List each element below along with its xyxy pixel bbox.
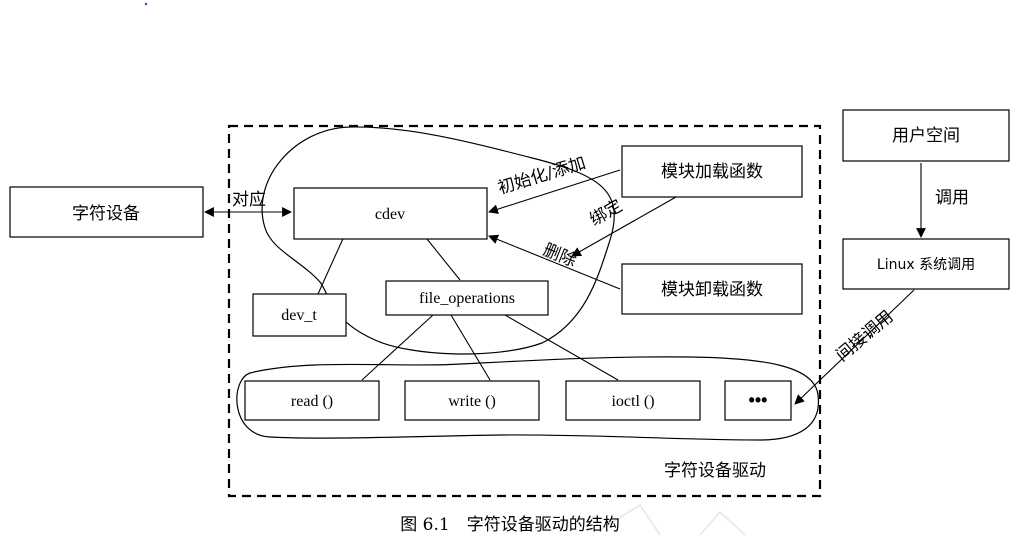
- node-module-load-label: 模块加载函数: [661, 162, 763, 182]
- bind-arrow: [571, 196, 677, 257]
- node-dev-t: dev_t: [252, 293, 347, 337]
- label-bind: 绑定: [587, 196, 626, 230]
- delete-arrow: [488, 234, 621, 290]
- node-cdev: cdev: [293, 187, 488, 240]
- node-user-space: 用户空间: [842, 109, 1010, 162]
- functions-blob: [236, 356, 820, 441]
- node-module-unload: 模块卸载函数: [621, 263, 803, 315]
- node-user-space-label: 用户空间: [892, 126, 960, 146]
- node-file-operations-label: file_operations: [419, 290, 515, 307]
- node-linux-syscall-label: Linux 系统调用: [877, 257, 975, 273]
- arrows: [204, 163, 926, 405]
- label-delete: 删除: [540, 240, 579, 271]
- figure-caption: 图 6.1 字符设备驱动的结构: [400, 515, 619, 535]
- node-more: •••: [724, 380, 792, 421]
- node-write-label: write (): [448, 393, 496, 410]
- scan-dot: [144, 2, 148, 6]
- node-linux-syscall: Linux 系统调用: [842, 238, 1010, 290]
- init-add-arrow: [488, 169, 621, 214]
- label-call: 调用: [935, 188, 969, 208]
- node-read-label: read (): [291, 393, 333, 410]
- node-ioctl-label: ioctl (): [611, 393, 654, 410]
- node-file-operations: file_operations: [385, 280, 549, 316]
- node-char-device-label: 字符设备: [72, 204, 140, 224]
- label-indirect-call: 间接调用: [832, 307, 897, 366]
- node-ioctl: ioctl (): [565, 380, 701, 421]
- node-module-unload-label: 模块卸载函数: [661, 280, 763, 300]
- watermark-strokes: [599, 503, 746, 536]
- node-read: read (): [244, 380, 380, 421]
- label-correspond: 对应: [232, 190, 266, 210]
- connectors: [317, 231, 619, 381]
- node-dev-t-label: dev_t: [281, 307, 317, 324]
- node-cdev-label: cdev: [375, 206, 405, 223]
- indirect-call-arrow: [794, 289, 915, 405]
- node-more-label: •••: [749, 390, 768, 410]
- node-module-load: 模块加载函数: [621, 145, 803, 198]
- node-char-device: 字符设备: [9, 186, 204, 238]
- driver-region-label: 字符设备驱动: [664, 461, 766, 481]
- node-write: write (): [404, 380, 540, 421]
